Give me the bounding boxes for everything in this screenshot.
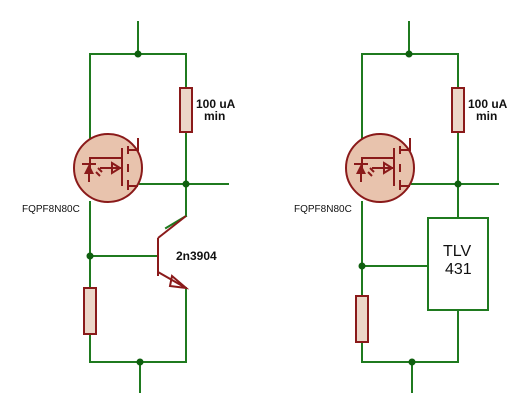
resistor-label-line1: 100 uA bbox=[196, 97, 236, 111]
ic-tlv431 bbox=[427, 217, 489, 311]
junction-dot bbox=[358, 262, 366, 270]
transistor-2n3904 bbox=[157, 215, 190, 290]
junction-dot bbox=[182, 180, 190, 188]
resistor-top-left bbox=[179, 87, 193, 133]
right-circuit: TLV 431 100 uA min FQPF8N80C bbox=[294, 21, 508, 393]
resistor-bottom-right bbox=[355, 295, 369, 343]
resistor-bottom-left bbox=[83, 287, 97, 335]
junction-dot bbox=[134, 50, 142, 58]
junction-dot bbox=[405, 50, 413, 58]
left-circuit: 100 uA min FQPF8N80C 2n3904 bbox=[22, 21, 236, 393]
resistor-label-line2: min bbox=[204, 109, 225, 123]
junction-dot bbox=[86, 252, 94, 260]
resistor-label-line2: min bbox=[476, 109, 497, 123]
ic-label-line1: TLV bbox=[443, 243, 471, 260]
junction-dot bbox=[136, 358, 144, 366]
transistor-label: 2n3904 bbox=[176, 249, 217, 263]
mosfet-label: FQPF8N80C bbox=[22, 204, 80, 215]
right-wires bbox=[361, 21, 499, 393]
ic-label-line2: 431 bbox=[445, 261, 472, 278]
mosfet-left bbox=[73, 133, 143, 203]
mosfet-label: FQPF8N80C bbox=[294, 204, 352, 215]
left-wires bbox=[89, 21, 229, 393]
mosfet-right bbox=[345, 133, 415, 203]
junction-dot bbox=[454, 180, 462, 188]
resistor-label-line1: 100 uA bbox=[468, 97, 508, 111]
resistor-top-right bbox=[451, 87, 465, 133]
junction-dot bbox=[408, 358, 416, 366]
